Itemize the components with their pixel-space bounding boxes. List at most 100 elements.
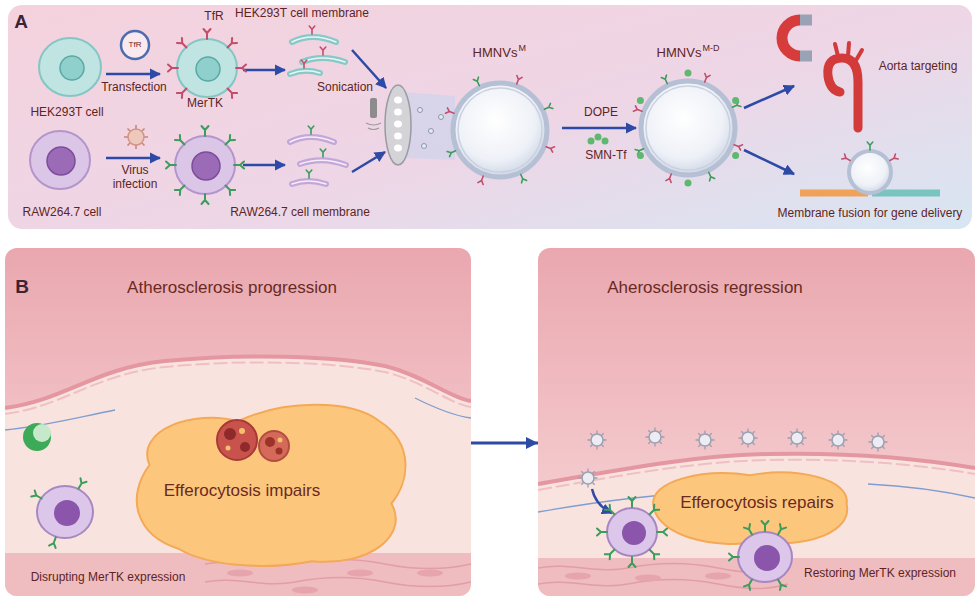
macrophage [647, 505, 659, 517]
macrophage [762, 521, 769, 531]
macrophage [75, 478, 86, 490]
process-arrow [744, 150, 794, 174]
annotation-label: Aorta targeting [879, 60, 958, 74]
macrophage [647, 547, 659, 559]
hek-membrane-fragments [290, 26, 345, 74]
vessel-section [417, 570, 443, 577]
nanovesicle [445, 108, 454, 116]
monocyte [33, 424, 51, 442]
extruder [385, 85, 411, 165]
macrophage [775, 578, 786, 590]
aorta [828, 43, 862, 128]
virus [128, 129, 144, 145]
nanovesicle [869, 433, 888, 452]
nanovesicle [543, 103, 553, 111]
tfr-cell [236, 65, 246, 72]
hek-membrane-fragments [301, 60, 307, 68]
macrophage [37, 486, 93, 538]
apoptotic-cell [259, 431, 289, 461]
plasmid [121, 31, 149, 59]
raw-membrane-fragments [308, 126, 314, 134]
extruder [394, 97, 402, 104]
superscript-label: M [518, 43, 526, 53]
mertk-cell [202, 126, 209, 136]
annotation-label: HEK293T cell membrane [235, 7, 369, 21]
macrophage [597, 497, 792, 590]
hek-membrane-fragments [320, 47, 326, 55]
modified-nanovesicle [646, 86, 730, 170]
panel-letter: A [14, 11, 28, 33]
hek293t-cell [39, 38, 101, 96]
modified-nanovesicle [685, 70, 692, 77]
raw-membrane-fragments [292, 181, 326, 184]
nanovesicle [646, 428, 665, 447]
vessel-section [5, 356, 471, 596]
nanovesicle [545, 144, 554, 152]
apoptotic-cell [226, 446, 231, 451]
annotation-label: Virus infection [104, 164, 166, 192]
nanovesicle [739, 429, 758, 448]
mertk-cell [223, 135, 235, 147]
annotation-label: Disrupting MerTK expression [31, 571, 186, 585]
raw-membrane-fragments [306, 170, 312, 178]
extruder [385, 85, 455, 165]
nanovesicle [588, 431, 607, 450]
macrophage [738, 532, 792, 582]
modified-nanovesicle [732, 97, 739, 104]
plaque-label: Efferocytosis impairs [164, 481, 321, 501]
superscript-label: M-D [702, 43, 719, 53]
monocyte [23, 423, 51, 451]
panel-title: Atherosclerosis progression [127, 278, 337, 298]
extruder [394, 133, 402, 140]
nanovesicle [447, 148, 457, 156]
raw-membrane-fragments [320, 149, 326, 157]
membrane-fusion [800, 142, 940, 193]
vessel-section [347, 570, 373, 577]
plaque-outline [653, 472, 847, 544]
modified-nanovesicle [706, 171, 714, 181]
apoptotic-cell [240, 442, 250, 452]
mertk-cell [166, 162, 176, 169]
magnet [800, 51, 812, 62]
annotation-label: RAW264.7 cell membrane [230, 206, 370, 220]
hek-membrane-fragments [290, 71, 320, 74]
membrane-fusion [849, 151, 891, 193]
nanovesicle [458, 88, 542, 172]
macrophage [597, 529, 607, 536]
nanovesicle [445, 75, 554, 184]
nanovesicle [579, 428, 888, 514]
macrophage [729, 554, 739, 561]
macrophage [744, 524, 755, 536]
annotation-label: TfR [129, 40, 142, 49]
annotation-label: SMN-Tf [585, 149, 626, 163]
annotation-label: HEK293T cell [30, 106, 103, 120]
annotation-label: HMNVs [473, 46, 518, 61]
tfr-cell [168, 29, 246, 98]
macrophage [605, 547, 617, 559]
extruder [394, 145, 402, 152]
nanovesicle [518, 173, 526, 183]
mertk-cell [202, 194, 209, 204]
mertk-cell [175, 183, 187, 195]
process-arrow [744, 86, 794, 108]
vessel-section [415, 398, 471, 418]
membrane-fusion [842, 154, 852, 163]
mertk-cell [192, 152, 220, 180]
membrane-fusion [889, 154, 899, 163]
mertk-cell [166, 126, 244, 204]
nanovesicle [478, 175, 486, 184]
vessel-section [227, 570, 253, 577]
aorta [828, 58, 858, 128]
smn-tf-dots [588, 134, 609, 145]
panel-letter: B [15, 276, 29, 298]
mertk-cell [223, 183, 235, 195]
magnet [800, 15, 812, 26]
modified-nanovesicle [633, 106, 642, 114]
vessel-section [205, 578, 471, 587]
apoptotic-cell [224, 428, 236, 440]
sonication-probe [370, 98, 377, 118]
vessel-section [5, 248, 471, 596]
extruder [394, 121, 402, 128]
vessel-section [868, 484, 975, 498]
